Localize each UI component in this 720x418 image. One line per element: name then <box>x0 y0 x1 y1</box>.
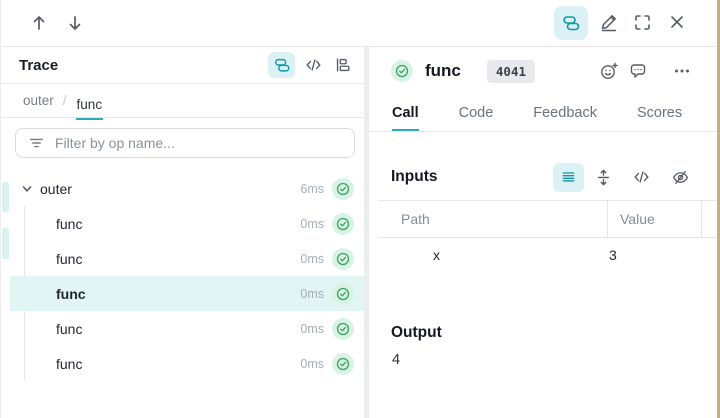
tab[interactable]: Call <box>392 95 419 131</box>
output-heading: Output <box>391 324 442 341</box>
trace-panel-header: Trace <box>1 47 364 84</box>
minimap-segment[interactable] <box>2 182 9 212</box>
inputs-table-row[interactable]: x 3 <box>378 238 717 271</box>
tree-row[interactable]: func 0ms <box>10 241 364 276</box>
chevron-down-icon[interactable] <box>21 183 33 195</box>
output-value: 4 <box>392 352 401 368</box>
code-view-icon[interactable] <box>632 168 651 186</box>
op-name-label: outer <box>40 180 72 197</box>
trace-panel: Trace outer / func <box>1 47 364 418</box>
tab-label: Feedback <box>533 105 597 122</box>
inputs-heading: Inputs <box>391 168 438 185</box>
tab-label: Call <box>392 105 419 122</box>
call-title: func <box>425 61 461 80</box>
inputs-table: Path Value x 3 <box>378 200 717 271</box>
op-name-label: func <box>56 320 83 337</box>
breadcrumb-current[interactable]: func <box>75 90 104 120</box>
op-name-label: func <box>56 355 83 372</box>
trace-tree: outer 6ms func 0ms <box>1 171 364 381</box>
input-path: x <box>433 246 440 263</box>
op-name-label: func <box>56 250 83 267</box>
trace-panel-title: Trace <box>19 56 59 74</box>
hide-values-eye-slash-icon[interactable] <box>670 168 691 187</box>
column-header-path[interactable]: Path <box>401 211 430 227</box>
inputs-table-header: Path Value <box>378 201 717 238</box>
trace-tree-view-button[interactable] <box>554 6 588 40</box>
success-status-icon <box>332 282 354 305</box>
success-status-icon <box>332 177 354 200</box>
tab-label: Code <box>458 105 494 122</box>
filter-icon <box>28 135 45 151</box>
op-duration: 6ms <box>300 181 324 196</box>
tree-row[interactable]: outer 6ms <box>10 171 364 206</box>
op-duration: 0ms <box>300 216 324 231</box>
input-value: 3 <box>609 246 617 263</box>
column-header-value[interactable]: Value <box>607 201 701 237</box>
tree-row[interactable]: func 0ms <box>10 311 364 346</box>
output-section-header: Output <box>391 319 442 347</box>
call-header: func 4041 <box>369 47 718 95</box>
call-id-badge[interactable]: 4041 <box>486 59 535 83</box>
panel-divider[interactable] <box>364 47 369 418</box>
op-duration: 0ms <box>300 251 324 266</box>
overflow-menu-icon[interactable] <box>673 62 691 80</box>
column-header-extra <box>701 201 717 237</box>
add-reaction-icon[interactable] <box>599 61 619 81</box>
breadcrumb-parent[interactable]: outer <box>23 93 54 108</box>
op-name-label: func <box>56 285 86 302</box>
op-duration: 0ms <box>300 321 324 336</box>
tree-row[interactable]: func 0ms <box>10 276 364 311</box>
top-toolbar <box>1 0 720 47</box>
op-name-label: func <box>56 215 83 232</box>
flame-graph-toggle-button[interactable] <box>331 52 353 78</box>
success-status-icon <box>332 317 354 340</box>
comment-icon[interactable] <box>628 61 648 81</box>
edit-pencil-icon[interactable] <box>599 12 620 33</box>
breadcrumb-separator: / <box>62 93 67 108</box>
tab-label: Scores <box>636 105 683 122</box>
op-filter-input[interactable] <box>55 135 354 151</box>
minimap-segment[interactable] <box>2 228 9 259</box>
tree-view-toggle-button[interactable] <box>268 52 295 78</box>
detail-tabs: Call Code Feedback Scores S <box>369 95 718 132</box>
list-view-toggle-button[interactable] <box>553 162 584 192</box>
code-view-toggle-button[interactable] <box>302 52 324 78</box>
success-status-icon <box>332 247 354 270</box>
tab[interactable]: Code <box>459 95 494 131</box>
close-icon[interactable] <box>668 13 686 31</box>
tree-row[interactable]: func 0ms <box>10 206 364 241</box>
tree-row[interactable]: func 0ms <box>10 346 364 381</box>
inputs-section-header: Inputs <box>369 158 718 196</box>
tab[interactable]: Scores <box>637 95 682 131</box>
call-detail-panel: func 4041 Call Code Feedbac <box>369 47 718 418</box>
op-filter-box <box>15 128 355 158</box>
arrow-up-icon[interactable] <box>30 13 48 33</box>
breadcrumb: outer / func <box>1 84 364 120</box>
tab[interactable]: Feedback <box>533 95 597 131</box>
arrow-down-icon[interactable] <box>66 13 84 33</box>
success-status-icon <box>332 212 354 235</box>
success-status-icon <box>391 60 413 82</box>
fullscreen-icon[interactable] <box>633 13 652 32</box>
expand-rows-icon[interactable] <box>594 168 613 187</box>
op-duration: 0ms <box>300 356 324 371</box>
op-duration: 0ms <box>300 286 324 301</box>
success-status-icon <box>332 352 354 375</box>
